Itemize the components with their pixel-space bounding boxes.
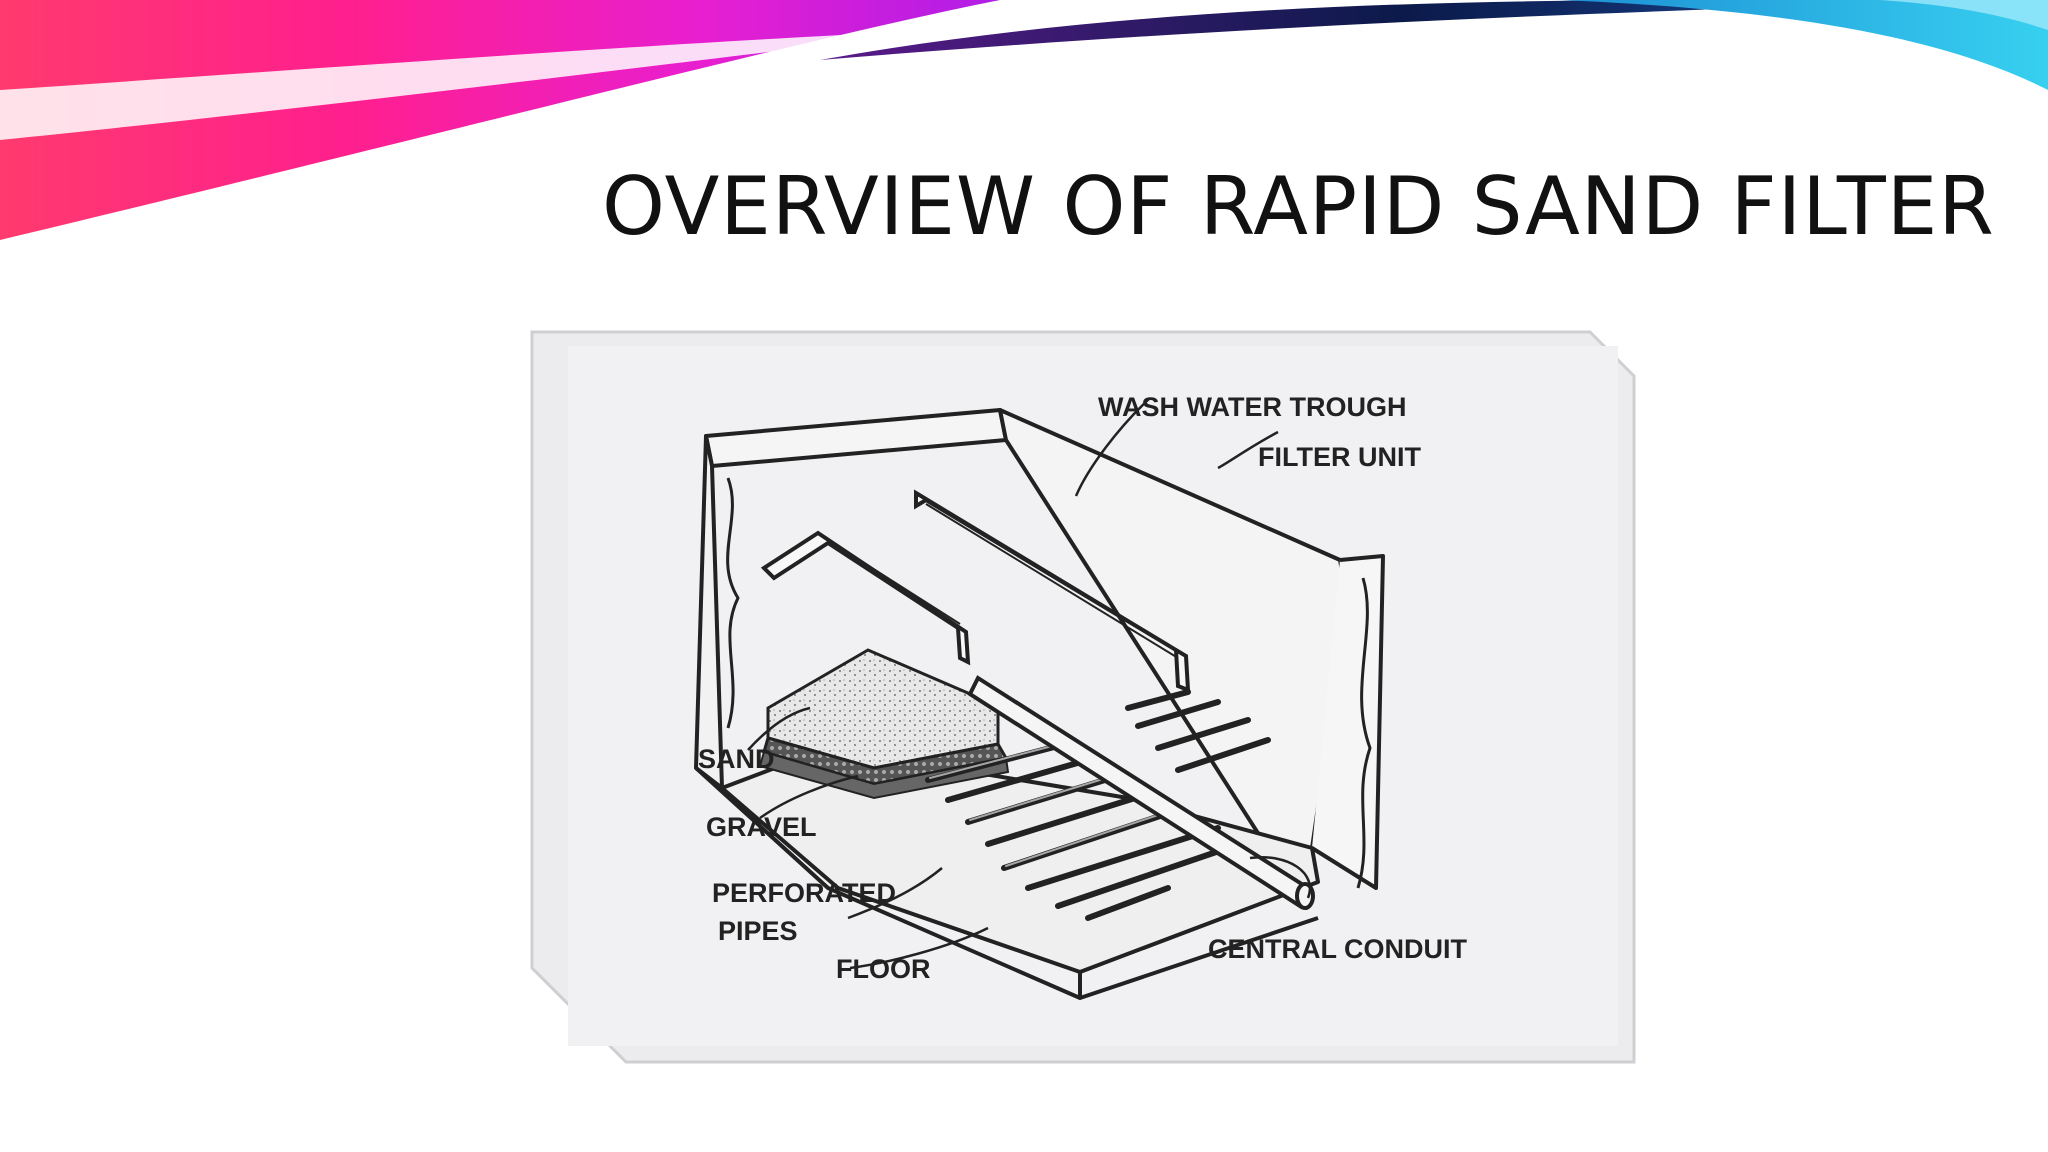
label-perforated: PERFORATED <box>712 878 896 908</box>
slide-title: OVERVIEW OF RAPID SAND FILTER <box>602 160 1995 253</box>
wash-water-troughs <box>760 489 1191 694</box>
tank-drawing <box>694 408 1385 1000</box>
swoosh-dark-band <box>820 0 1990 60</box>
leader-lines <box>747 397 1312 970</box>
perforated-pipes <box>925 689 1271 921</box>
label-filter-unit: FILTER UNIT <box>1258 442 1421 472</box>
swoosh-cyan-band <box>1560 0 2048 90</box>
swoosh-white-stripe <box>0 30 950 140</box>
label-wash-water-trough: WASH WATER TROUGH <box>1098 392 1406 422</box>
label-pipes: PIPES <box>718 916 798 946</box>
swoosh-cyan-light <box>1880 0 2048 30</box>
swoosh-pink-band <box>0 0 1000 240</box>
decorative-swoosh-banner <box>0 0 2048 240</box>
label-gravel: GRAVEL <box>706 812 817 842</box>
central-conduit-pipe <box>967 675 1315 910</box>
label-floor: FLOOR <box>836 954 931 984</box>
rapid-sand-filter-diagram: WASH WATER TROUGH FILTER UNIT SAND GRAVE… <box>530 330 1636 1064</box>
trough-left <box>760 530 971 666</box>
label-sand: SAND <box>698 744 775 774</box>
label-central-conduit: CENTRAL CONDUIT <box>1208 934 1467 964</box>
